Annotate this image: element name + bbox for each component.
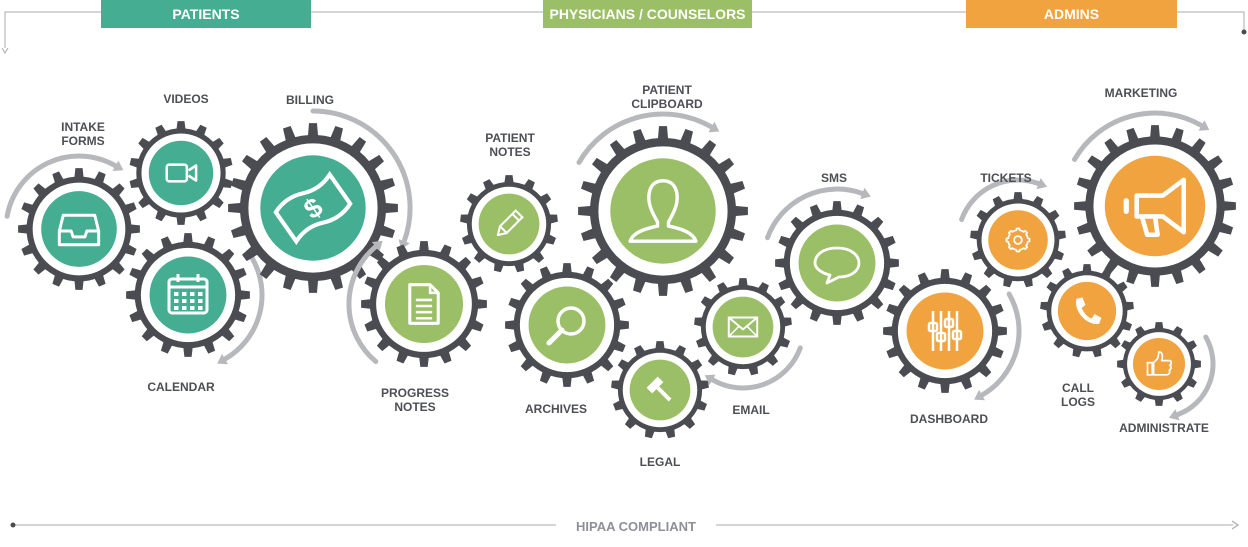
rotation-arrow-dashboard — [979, 291, 1022, 398]
label-dashboard: DASHBOARD — [910, 412, 988, 426]
label-archives: ARCHIVES — [524, 402, 588, 416]
gear-call-logs — [1040, 264, 1134, 358]
gear-marketing — [1072, 110, 1236, 287]
gear-center-progress-notes — [384, 264, 464, 344]
magnifier-icon — [546, 306, 586, 346]
gear-patient-notes — [460, 175, 558, 273]
inbox-icon — [57, 213, 101, 247]
rotation-arrow-calendar — [222, 255, 265, 362]
label-calendar: CALENDAR — [147, 380, 215, 394]
sliders-icon — [927, 311, 963, 351]
label-legal: LEGAL — [639, 455, 681, 469]
rotation-arrow-intake-forms — [4, 153, 118, 219]
gear-center-dashboard — [906, 292, 984, 370]
gear-billing: $ — [228, 108, 413, 293]
gear-progress-notes — [346, 240, 487, 367]
speech-bubble-icon — [813, 246, 861, 285]
bracket-end-dot — [1241, 29, 1247, 35]
label-call-logs: CALL LOGS — [1060, 381, 1096, 409]
gear-center-billing — [260, 155, 366, 261]
rotation-arrowhead-calendar — [217, 353, 228, 365]
gear-tickets — [959, 177, 1066, 288]
rotation-arrowhead-intake-forms — [112, 160, 124, 171]
gear-sms — [765, 186, 899, 325]
hipaa-compliant-label: HIPAA COMPLIANT — [560, 519, 712, 535]
rotation-arrowhead-dashboard — [974, 389, 985, 401]
gear-patient-clipboard — [576, 111, 748, 296]
rotation-arrow-progress-notes — [346, 244, 379, 364]
rotation-arrowhead-progress-notes — [371, 240, 383, 252]
gear-center-tickets — [988, 210, 1048, 270]
rotation-arrow-email — [710, 345, 803, 391]
gear-dashboard — [883, 269, 1022, 401]
footer-start-dot — [10, 522, 16, 528]
rotation-arrowhead-tickets — [1036, 178, 1047, 190]
rotation-arrow-marketing — [1072, 110, 1204, 162]
rotation-arrowhead-marketing — [1198, 120, 1210, 131]
megaphone-icon — [1123, 177, 1187, 238]
thumbs-up-icon — [1146, 350, 1173, 376]
top-bracket-line — [4, 11, 1245, 48]
video-camera-icon — [165, 163, 198, 183]
rotation-arrowhead-patient-clipboard — [708, 121, 720, 133]
gear-center-patient-clipboard — [610, 158, 716, 264]
rotation-arrowhead-email — [704, 374, 716, 385]
admins-header: ADMINS — [966, 0, 1177, 28]
phone-icon — [1075, 297, 1102, 325]
label-tickets: TICKETS — [980, 171, 1032, 185]
gear-center-videos — [148, 140, 214, 206]
gear-center-administrate — [1132, 337, 1186, 391]
pencil-icon — [496, 209, 524, 237]
gear-center-marketing — [1104, 155, 1206, 257]
label-intake-forms: INTAKE FORMS — [61, 120, 105, 148]
calendar-icon — [167, 274, 209, 315]
gear-email — [694, 278, 803, 391]
envelope-icon — [727, 316, 759, 338]
label-progress-notes: PROGRESS NOTES — [380, 386, 450, 414]
rotation-arrow-administrate — [1175, 334, 1216, 418]
user-icon — [628, 179, 698, 243]
rotation-arrow-billing — [310, 108, 413, 244]
gavel-icon — [646, 376, 672, 402]
rotation-arrow-tickets — [959, 177, 1041, 222]
rotation-arrowhead-administrate — [1169, 409, 1180, 421]
label-billing: BILLING — [286, 93, 334, 107]
gear-center-calendar — [149, 256, 227, 334]
label-administrate: ADMINISTRATE — [1119, 421, 1209, 435]
label-marketing: MARKETING — [1104, 86, 1178, 100]
gear-center-email — [712, 296, 774, 358]
label-patient-notes: PATIENT NOTES — [485, 131, 535, 159]
gear-administrate — [1117, 322, 1216, 421]
physicians-header: PHYSICIANS / COUNSELORS — [543, 0, 752, 28]
label-sms: SMS — [820, 171, 848, 185]
gear-center-patient-notes — [478, 193, 540, 255]
gear-center-sms — [798, 224, 876, 302]
gear-videos — [129, 121, 233, 225]
gear-icon — [1005, 227, 1031, 253]
label-email: EMAIL — [732, 403, 770, 417]
gear-intake-forms — [4, 153, 140, 290]
document-icon — [408, 283, 440, 325]
patients-header: PATIENTS — [101, 0, 311, 28]
bracket-arrow-left — [1, 47, 9, 54]
rotation-arrowhead-sms — [860, 187, 871, 200]
label-patient-clipboard: PATIENT CLIPBOARD — [631, 83, 703, 111]
label-videos: VIDEOS — [163, 92, 209, 106]
gear-archives — [505, 263, 629, 387]
gear-legal — [611, 341, 709, 439]
footer-arrow-head — [1231, 520, 1240, 530]
gear-center-intake-forms — [41, 191, 117, 267]
gear-center-call-logs — [1057, 281, 1117, 341]
rotation-arrow-patient-clipboard — [576, 111, 714, 165]
gear-center-archives — [528, 286, 606, 364]
rotation-arrow-sms — [765, 186, 865, 241]
gear-calendar — [126, 233, 265, 365]
